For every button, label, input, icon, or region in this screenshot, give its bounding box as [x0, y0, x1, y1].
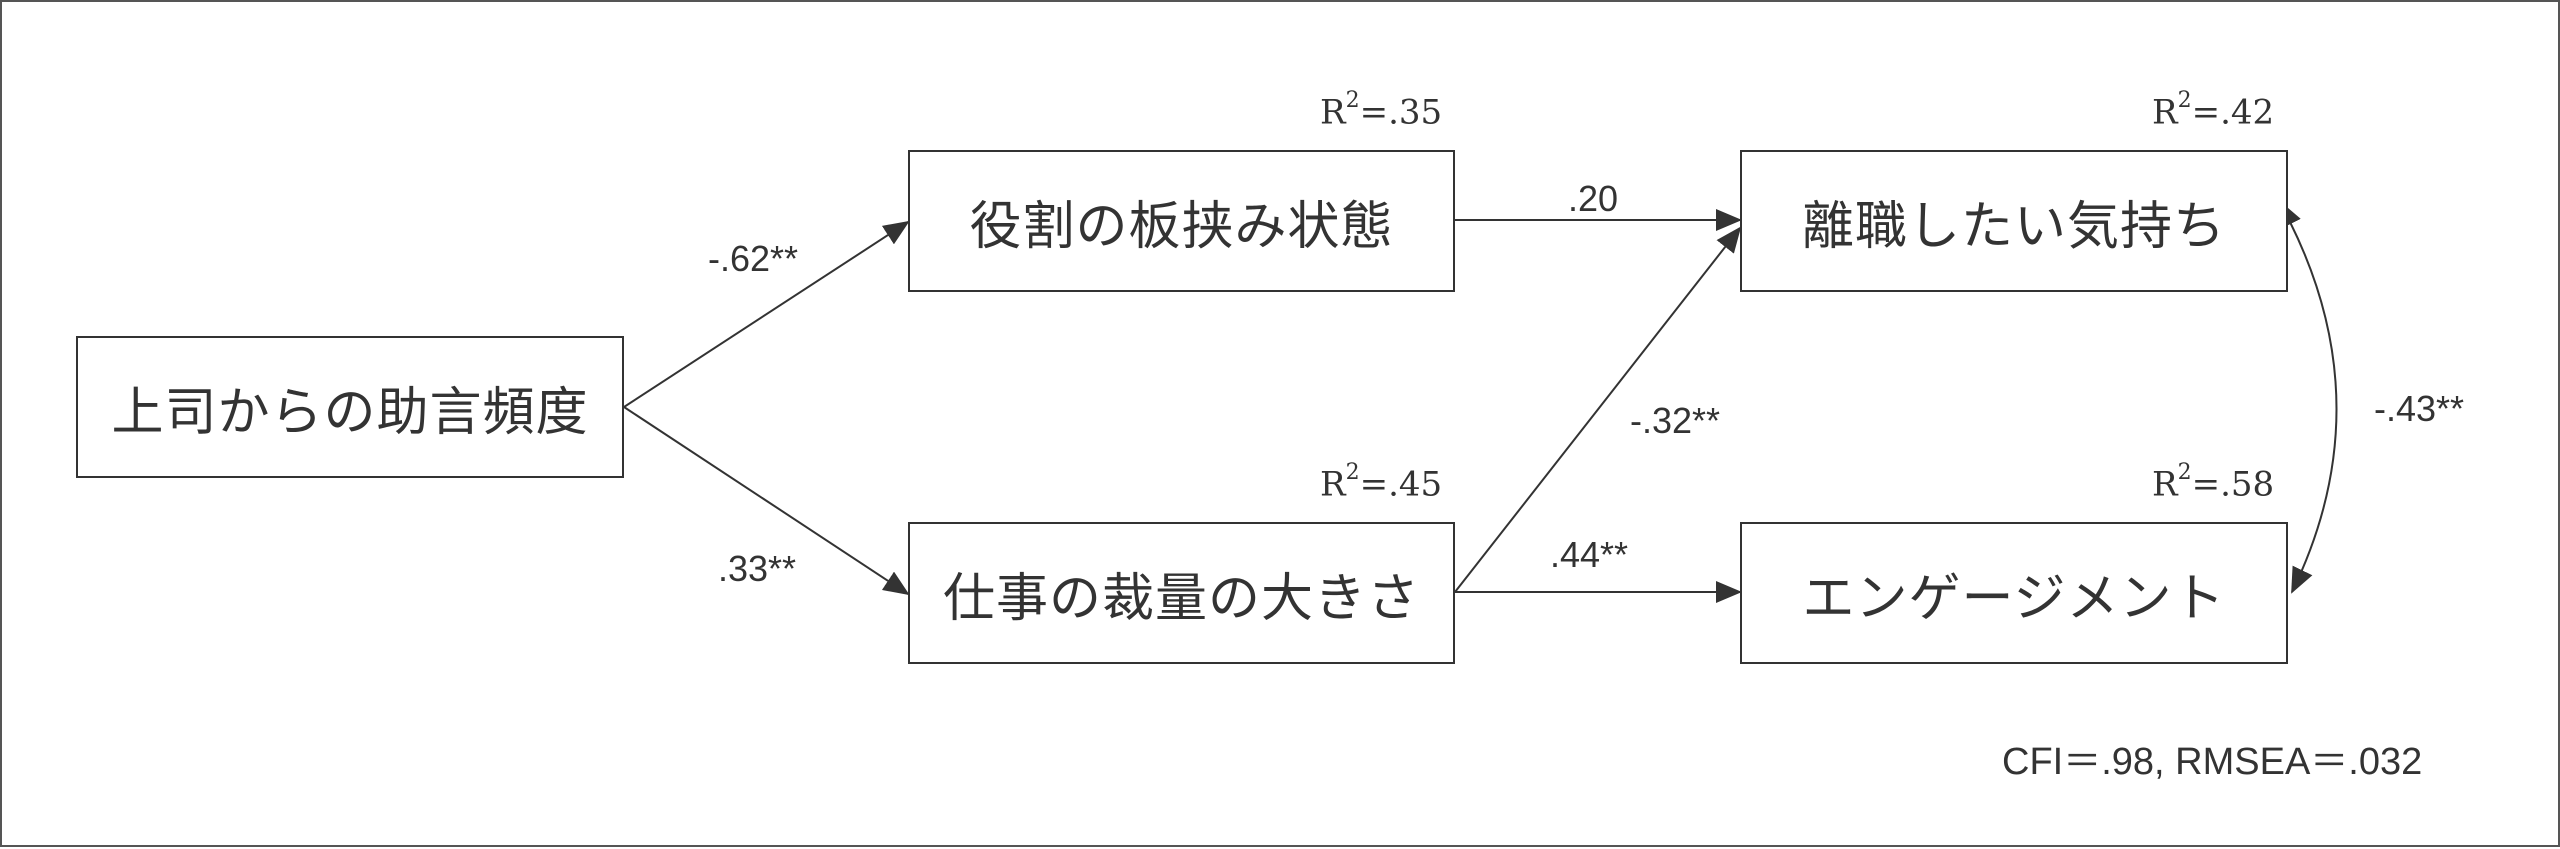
node-job-discretion: 仕事の裁量の大きさ	[908, 522, 1455, 664]
node-engagement: エンゲージメント	[1740, 522, 2288, 664]
coef-role-to-turnover: .20	[1568, 178, 1619, 219]
arrow-discretion-to-turnover	[1454, 226, 1742, 593]
covariance-arc	[2279, 200, 2338, 594]
r2-role-conflict: R2=.35	[1320, 88, 1443, 133]
r2-job-discretion: R2=.45	[1320, 460, 1443, 505]
arrow-advice-to-discretion	[623, 406, 910, 596]
r2-turnover: R2=.42	[2152, 88, 2275, 133]
node-role-conflict: 役割の板挟み状態	[908, 150, 1455, 292]
r2-engagement: R2=.58	[2152, 460, 2275, 505]
model-fit-indices: CFI＝.98, RMSEA＝.032	[2002, 741, 2423, 783]
coef-discretion-to-turnover: -.32**	[1630, 400, 1721, 441]
node-advice-frequency: 上司からの助言頻度	[76, 336, 624, 478]
arrow-advice-to-role	[623, 220, 910, 408]
coef-discretion-to-engagement: .44**	[1550, 534, 1629, 575]
node-turnover-intention: 離職したい気持ち	[1740, 150, 2288, 292]
coef-advice-to-role: -.62**	[708, 238, 799, 279]
coef-turnover-engagement-cov: -.43**	[2374, 388, 2465, 429]
coef-advice-to-discretion: .33**	[718, 548, 797, 589]
